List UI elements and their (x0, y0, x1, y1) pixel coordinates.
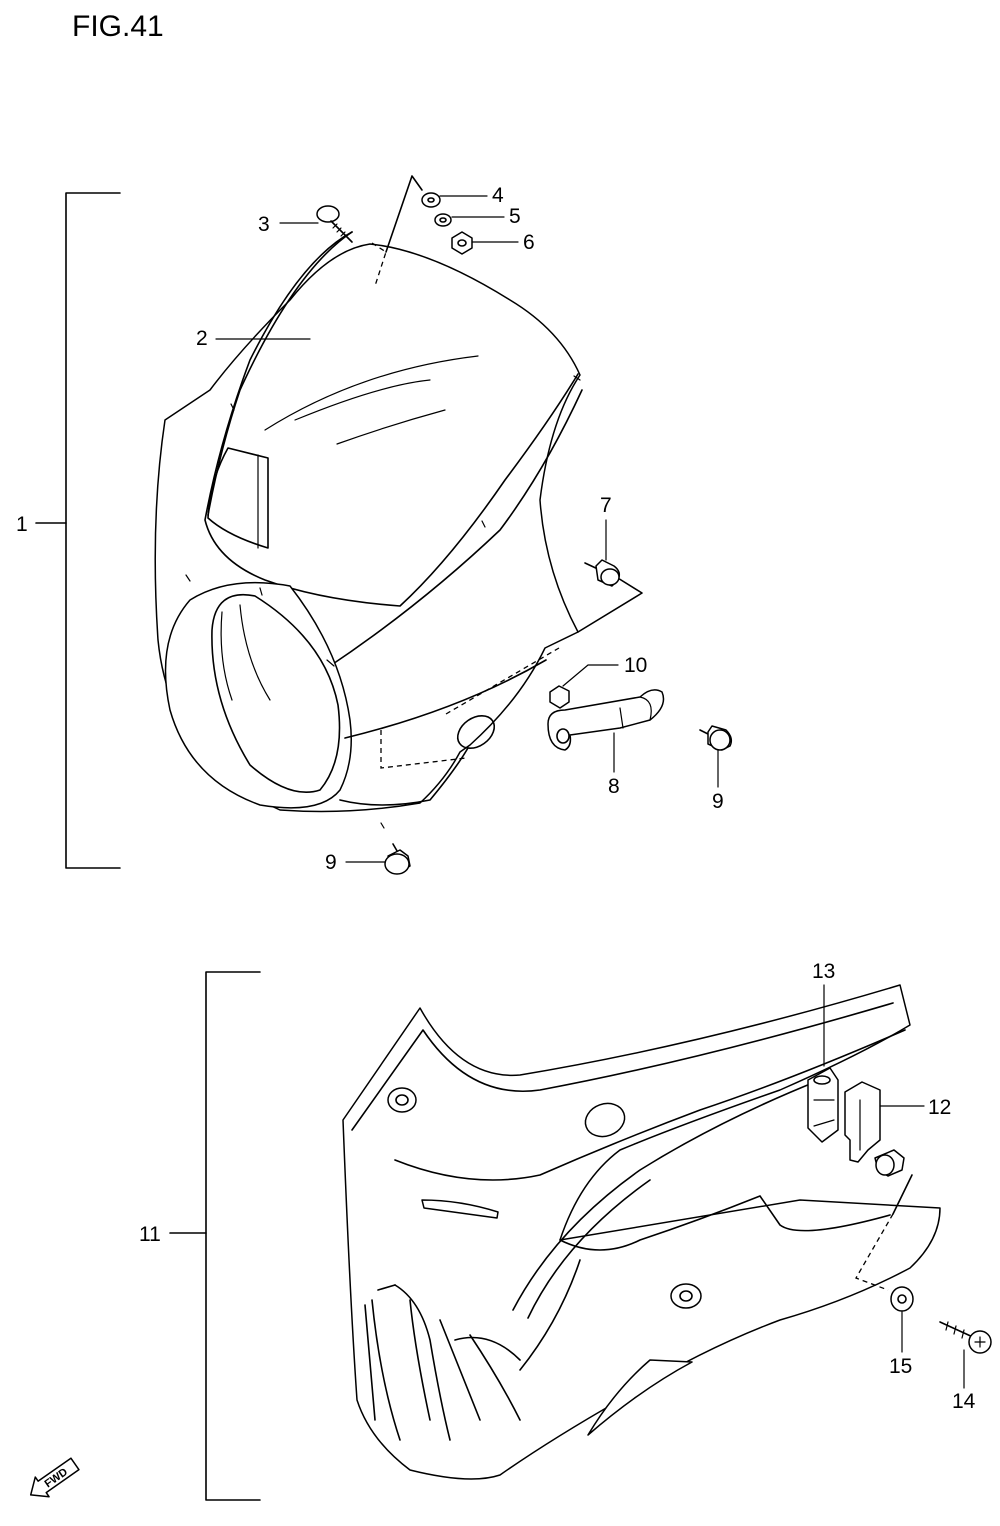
callout-2: 2 (196, 327, 208, 350)
callout-1: 1 (16, 513, 28, 536)
callout-10: 10 (624, 654, 647, 677)
callout-11: 11 (139, 1223, 161, 1246)
bolt-part-12-stud (874, 1149, 905, 1177)
washer-part-4 (421, 192, 441, 208)
callout-8: 8 (608, 775, 620, 798)
fwd-arrow-icon: FWD (29, 1457, 80, 1498)
callout-5: 5 (509, 205, 521, 228)
nut-part-10 (549, 685, 570, 709)
figure-title: FIG.41 (72, 10, 164, 43)
bracket-part-13 (807, 1067, 839, 1143)
bracket-part-12 (844, 1081, 881, 1163)
callout-7: 7 (600, 494, 612, 517)
callout-6: 6 (523, 231, 535, 254)
nut-part-6 (451, 231, 473, 255)
lock-washer-part-5 (434, 213, 452, 227)
callout-14: 14 (952, 1390, 976, 1413)
callout-12: 12 (928, 1096, 951, 1119)
stay-part-8 (547, 689, 665, 751)
under-cowl-assembly (169, 971, 992, 1501)
assembly-1-bracket (65, 192, 121, 869)
callout-9-right: 9 (712, 790, 724, 813)
callout-13: 13 (812, 960, 835, 983)
callout-9-bottom: 9 (325, 851, 337, 874)
callouts: 1 2 3 4 5 6 7 8 9 9 10 11 12 13 14 15 (16, 184, 976, 1413)
cowl-assembly (35, 175, 733, 875)
screw-part-14 (939, 1321, 992, 1354)
bolt-part-7 (584, 559, 621, 587)
bolt-part-9-bottom (384, 843, 411, 875)
screw-part-3 (316, 205, 353, 243)
callout-4: 4 (492, 184, 504, 207)
callout-15: 15 (889, 1355, 912, 1378)
under-cowl-body (342, 984, 941, 1480)
callout-3: 3 (258, 213, 270, 236)
washer-part-15 (890, 1286, 914, 1312)
bolt-part-9-right (699, 725, 733, 751)
assembly-11-bracket (205, 971, 261, 1501)
